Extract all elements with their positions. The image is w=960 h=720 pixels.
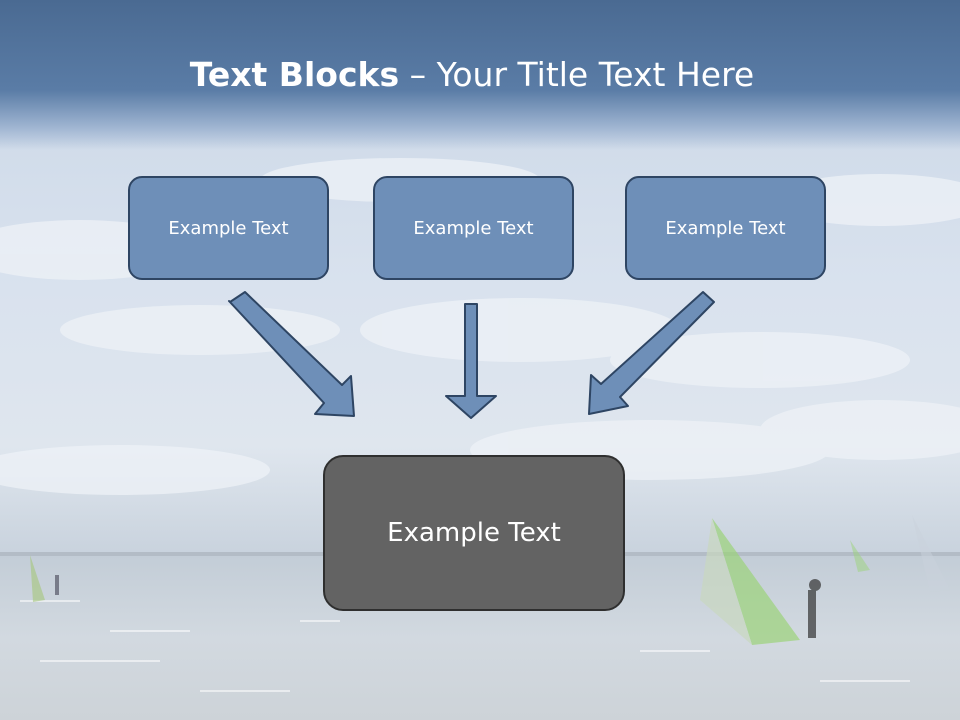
arrow-center-down bbox=[445, 303, 497, 419]
text-block-top-middle: Example Text bbox=[373, 176, 574, 280]
text-block-center: Example Text bbox=[323, 455, 625, 611]
text-block-top-right: Example Text bbox=[625, 176, 826, 280]
windsurfer-far-right bbox=[850, 515, 950, 592]
text-block-top-left: Example Text bbox=[128, 176, 329, 280]
slide-title: Text Blocks – Your Title Text Here bbox=[0, 52, 944, 98]
title-rest: Your Title Text Here bbox=[436, 55, 755, 94]
sea-sparkles bbox=[20, 600, 910, 692]
windsurfer-left bbox=[30, 555, 59, 602]
title-band bbox=[0, 0, 960, 150]
arrow-right-diagonal bbox=[588, 291, 715, 415]
arrow-left-diagonal bbox=[228, 291, 355, 417]
title-bold: Text Blocks bbox=[189, 55, 400, 94]
windsurfer-right bbox=[700, 518, 821, 645]
title-dash: – bbox=[399, 55, 437, 94]
